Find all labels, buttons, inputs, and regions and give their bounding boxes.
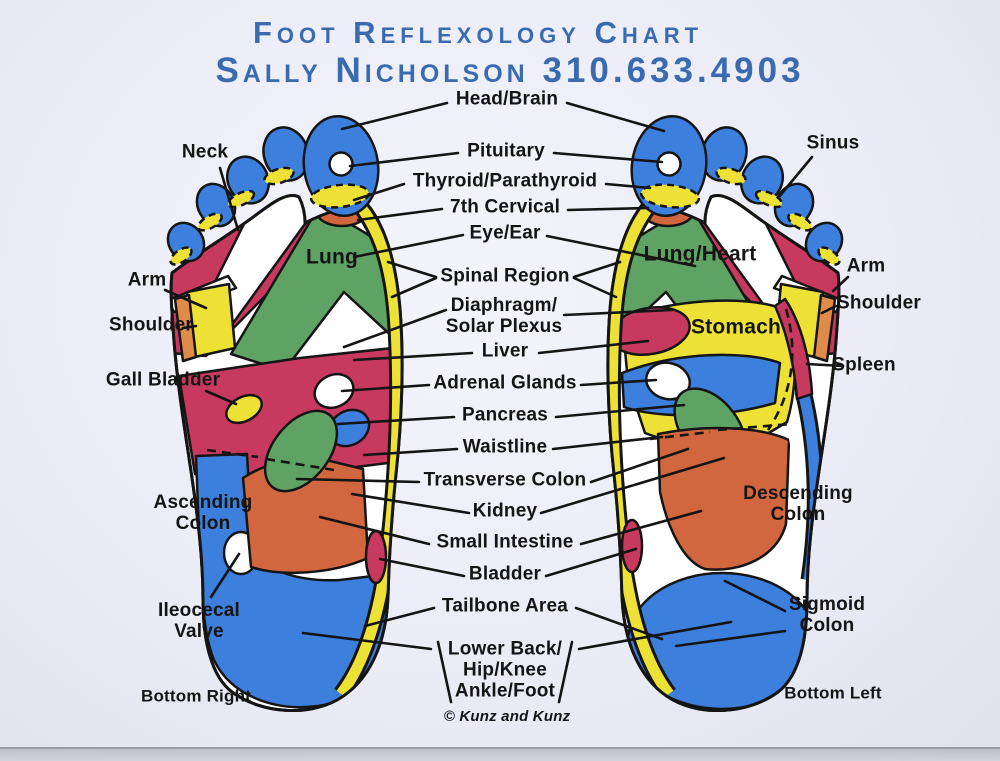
label-lung: Lung [305, 245, 359, 269]
label-bladder: Bladder [468, 563, 542, 585]
label-lung-heart: Lung/Heart [643, 242, 757, 266]
label-waistline: Waistline [462, 436, 548, 458]
caption-bottom-left: Bottom Left [784, 683, 882, 703]
right-foot-illustration [606, 110, 851, 712]
left-foot-illustration [159, 110, 404, 712]
label-thyroid: Thyroid/Parathyroid [412, 170, 598, 192]
label-pancreas: Pancreas [461, 404, 549, 426]
label-lower-back: Lower Back/ Hip/Knee Ankle/Foot [447, 638, 563, 702]
label-gall-bladder: Gall Bladder [105, 369, 221, 391]
callout-lines [163, 101, 850, 704]
label-diaphragm: Diaphragm/ Solar Plexus [445, 295, 563, 337]
label-liver: Liver [481, 340, 529, 362]
label-head-brain: Head/Brain [455, 88, 559, 110]
credit: © Kunz and Kunz [443, 707, 571, 725]
label-eye-ear: Eye/Ear [469, 222, 541, 244]
label-neck: Neck [181, 141, 229, 163]
label-kidney: Kidney [472, 500, 538, 522]
label-small-intestine: Small Intestine [436, 531, 574, 553]
label-sigmoid-colon: Sigmoid Colon [788, 594, 866, 636]
label-stomach: Stomach [690, 315, 782, 339]
page-title: Foot Reflexology Chart [252, 15, 704, 50]
label-pituitary: Pituitary [467, 140, 545, 162]
label-7th-cervical: 7th Cervical [449, 196, 561, 218]
label-ascending-colon: Ascending Colon [153, 492, 253, 534]
label-descending-colon: Descending Colon [743, 483, 853, 525]
label-arm-right: Arm [846, 255, 886, 277]
page-subtitle: Sally Nicholson 310.633.4903 [215, 51, 805, 90]
label-ileocecal-valve: Ileocecal Valve [157, 600, 241, 642]
label-shoulder-left: Shoulder [109, 314, 193, 336]
label-arm-left: Arm [127, 269, 167, 291]
label-sinus: Sinus [806, 132, 860, 154]
label-spleen: Spleen [832, 354, 896, 376]
caption-bottom-right: Bottom Right [140, 686, 252, 706]
label-tailbone-area: Tailbone Area [441, 595, 569, 617]
label-spinal-region: Spinal Region [440, 265, 570, 287]
label-transverse-colon: Transverse Colon [423, 469, 587, 491]
label-adrenal-glands: Adrenal Glands [433, 372, 577, 394]
label-shoulder-right: Shoulder [837, 292, 921, 314]
